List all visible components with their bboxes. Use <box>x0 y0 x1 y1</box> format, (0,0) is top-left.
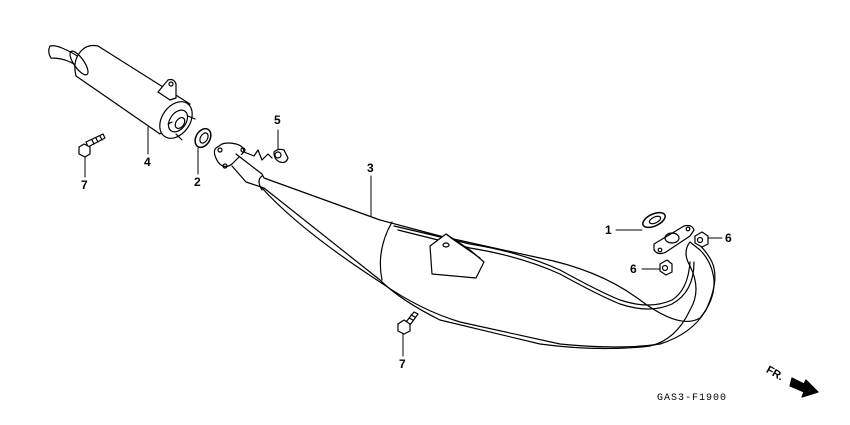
callout-1: 1 <box>605 223 612 237</box>
callout-5: 5 <box>274 113 281 127</box>
nut-part-6-upper[interactable] <box>694 231 709 248</box>
gasket-part-2[interactable] <box>192 126 214 150</box>
callout-3: 3 <box>367 161 374 175</box>
diagram-code: GAS3-F1900 <box>657 393 728 404</box>
callout-7-lower: 7 <box>399 357 406 371</box>
spring-part-5[interactable] <box>243 148 289 164</box>
nut-part-6-lower[interactable] <box>659 259 673 276</box>
callout-7-left: 7 <box>81 178 88 192</box>
callout-2: 2 <box>194 175 201 189</box>
muffler-part-4[interactable] <box>48 44 199 145</box>
leader-lines <box>84 126 723 357</box>
bolt-part-7-lower[interactable] <box>397 311 419 335</box>
callout-6-upper: 6 <box>725 231 732 245</box>
callout-6-lower: 6 <box>630 262 637 276</box>
callout-4: 4 <box>144 155 151 169</box>
gasket-part-1[interactable] <box>641 209 668 230</box>
exhaust-pipe-part-3[interactable] <box>213 142 716 350</box>
front-arrow-icon <box>789 377 819 398</box>
bolt-part-7-left[interactable] <box>78 133 106 158</box>
